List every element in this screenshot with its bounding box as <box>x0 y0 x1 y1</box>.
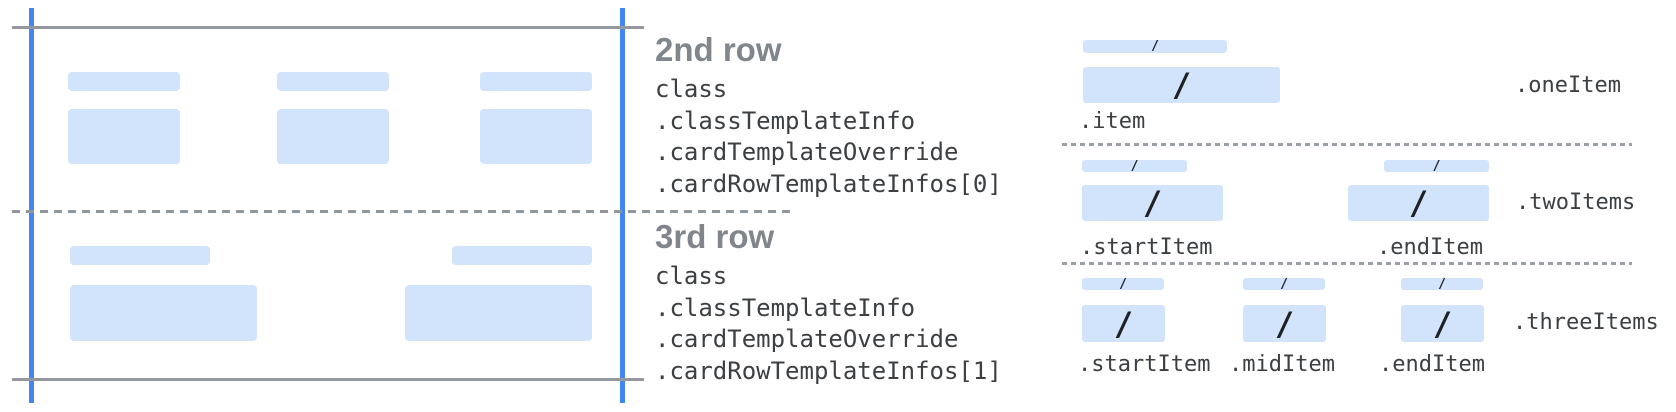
start-item-field-label: .startItem <box>1078 352 1211 377</box>
end-item-field-label: .endItem <box>1377 235 1483 260</box>
placeholder-label-bar <box>277 72 389 91</box>
placeholder-content-block <box>405 285 592 341</box>
code-path-line: class <box>655 262 728 290</box>
second-row-title: 2nd row <box>655 31 782 68</box>
placeholder-label-bar <box>452 246 592 265</box>
slash-icon: / <box>1432 158 1441 174</box>
item-value-bar: / <box>1082 304 1165 343</box>
code-path-line: class <box>655 75 728 103</box>
placeholder-label-bar <box>480 72 592 91</box>
right-guide-line <box>620 8 625 403</box>
slash-icon: / <box>1280 276 1288 292</box>
code-path-line: .cardRowTemplateInfos[0] <box>655 169 1002 198</box>
card-top-edge-line <box>12 26 644 29</box>
placeholder-content-block <box>277 109 389 164</box>
item-title-bar: / <box>1243 276 1325 292</box>
item-value-bar: / <box>1243 304 1326 343</box>
left-guide-line <box>29 8 34 403</box>
mid-item-field-label: .midItem <box>1229 352 1335 377</box>
code-path-line: .cardRowTemplateInfos[1] <box>655 356 1002 385</box>
placeholder-content-block <box>70 285 257 341</box>
row-divider-dashed-line <box>12 210 793 213</box>
placeholder-content-block <box>480 109 592 164</box>
code-path-line: .cardTemplateOverride <box>655 138 959 166</box>
end-item-field-label: .endItem <box>1379 352 1485 377</box>
code-path-line: .classTemplateInfo <box>655 106 916 135</box>
layout-divider-dashed-line <box>1062 262 1632 265</box>
second-row-code-path: class .classTemplateInfo .cardTemplateOv… <box>655 74 1002 200</box>
code-path-line: .classTemplateInfo <box>655 293 916 322</box>
item-field-label: .item <box>1079 109 1146 134</box>
one-item-layout-label: .oneItem <box>1515 73 1621 98</box>
item-value-bar: / <box>1082 184 1223 222</box>
start-item-field-label: .startItem <box>1080 235 1213 260</box>
slash-icon: / <box>1274 304 1295 343</box>
slash-icon: / <box>1432 304 1453 343</box>
placeholder-label-bar <box>70 246 210 265</box>
slash-icon: / <box>1438 276 1446 292</box>
slash-icon: / <box>1113 304 1134 343</box>
two-items-layout-label: .twoItems <box>1516 190 1636 215</box>
item-value-bar: / <box>1348 184 1489 222</box>
item-value-bar: / <box>1401 304 1484 343</box>
slash-icon: / <box>1119 276 1127 292</box>
item-title-bar: / <box>1082 158 1187 174</box>
item-title-bar: / <box>1082 276 1164 292</box>
three-items-layout-label: .threeItems <box>1513 310 1659 335</box>
placeholder-label-bar <box>68 72 180 91</box>
card-bottom-edge-line <box>12 378 644 381</box>
slash-icon: / <box>1408 184 1429 222</box>
item-title-bar: / <box>1384 158 1489 174</box>
layout-divider-dashed-line <box>1062 143 1632 146</box>
slash-icon: / <box>1151 39 1159 54</box>
third-row-code-path: class .classTemplateInfo .cardTemplateOv… <box>655 261 1002 387</box>
code-path-line: .cardTemplateOverride <box>655 325 959 353</box>
placeholder-content-block <box>68 109 180 164</box>
slash-icon: / <box>1142 184 1163 222</box>
third-row-title: 3rd row <box>655 218 775 255</box>
slash-icon: / <box>1130 158 1139 174</box>
item-value-bar: / <box>1083 66 1280 104</box>
item-title-bar: / <box>1401 276 1483 292</box>
slash-icon: / <box>1171 66 1192 104</box>
item-title-bar: / <box>1083 39 1227 54</box>
